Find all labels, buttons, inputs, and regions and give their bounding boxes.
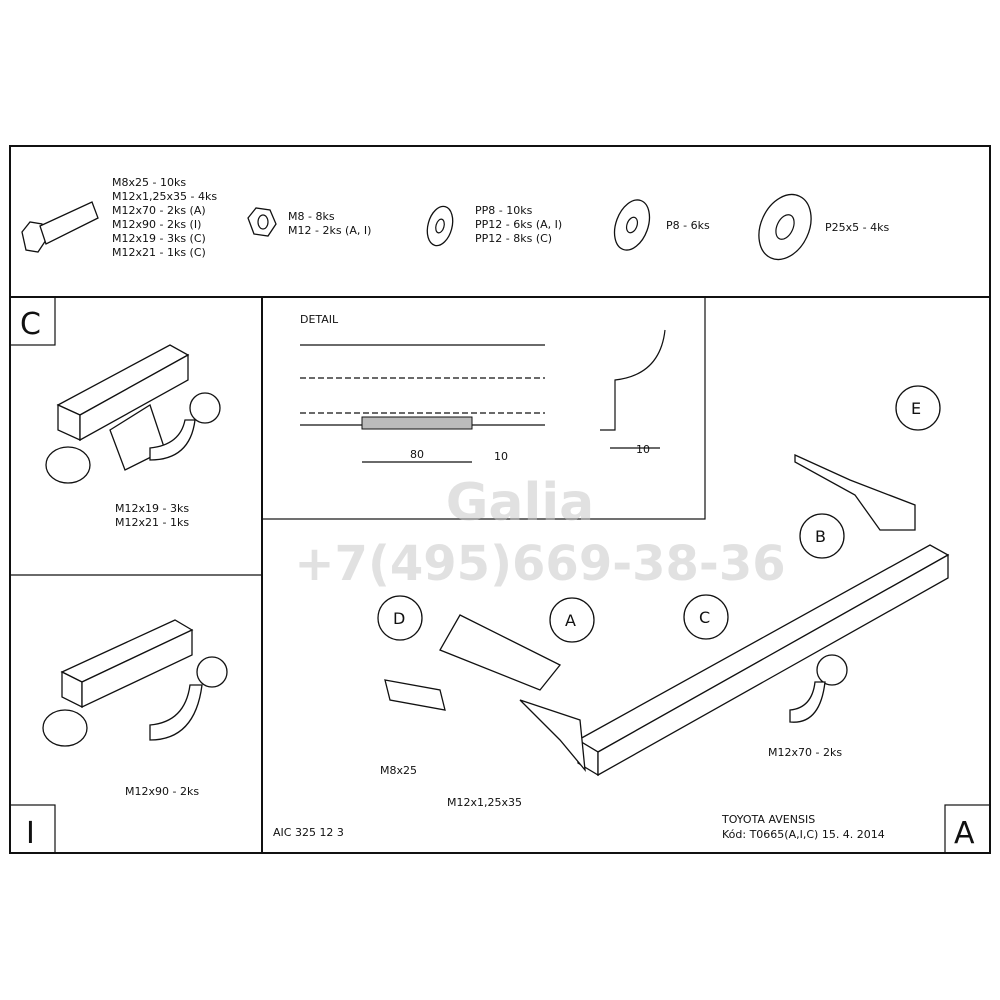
- detail-box: [261, 296, 706, 520]
- svg-text:E: E: [911, 399, 921, 418]
- kod-date: Kód: T0665(A,I,C) 15. 4. 2014: [722, 828, 885, 841]
- washer-p8-label: P8 - 6ks: [666, 219, 710, 232]
- drawing-code: AIC 325 12 3: [273, 826, 344, 839]
- washer-pp-list: PP12 - 6ks (A, I): [475, 218, 562, 231]
- washer-pp-list: PP8 - 10ks: [475, 204, 533, 217]
- panel-i-letter: I: [26, 816, 35, 851]
- svg-text:A: A: [565, 611, 576, 630]
- vehicle-name: TOYOTA AVENSIS: [721, 813, 815, 826]
- callout-a: A: [549, 597, 595, 643]
- svg-text:C: C: [699, 608, 710, 627]
- towbar-c-illustration: [45, 344, 221, 484]
- bolt-icon: [21, 201, 99, 253]
- towbar-i-illustration: [42, 619, 228, 747]
- watermark-logo: Galia: [446, 473, 595, 533]
- nut-icon: [247, 207, 277, 237]
- svg-text:B: B: [815, 527, 826, 546]
- svg-text:M12x70 - 2ks (A): M12x70 - 2ks (A): [112, 204, 206, 217]
- callout-d: D: [377, 595, 423, 641]
- main-towbar-illustration: [384, 453, 950, 777]
- svg-text:M12x19 - 3ks (C): M12x19 - 3ks (C): [112, 232, 206, 245]
- washer-p8-icon: [613, 199, 651, 251]
- svg-text:M12x21 - 1ks (C): M12x21 - 1ks (C): [112, 246, 206, 259]
- washer-pp-list: PP12 - 8ks (C): [475, 232, 552, 245]
- svg-text:M8x25 - 10ks: M8x25 - 10ks: [112, 176, 186, 189]
- detail-title: DETAIL: [300, 313, 339, 326]
- washer-pp-icon: [426, 205, 454, 247]
- panel-letter-box: [9, 804, 56, 854]
- dim-80: 80: [410, 448, 424, 461]
- callout-b: B: [799, 513, 845, 559]
- callout-c: C: [683, 594, 729, 640]
- panel-letter-box: [944, 804, 991, 854]
- watermark-phone: +7(495)669-38-36: [294, 536, 785, 592]
- drawing-frame: [9, 145, 991, 854]
- panel-a-letter: A: [954, 816, 975, 851]
- panel-c-label: M12x19 - 3ks: [115, 502, 189, 515]
- panel-i-label: M12x90 - 2ks: [125, 785, 199, 798]
- svg-text:D: D: [393, 609, 405, 628]
- detail-section: [300, 329, 666, 463]
- dim-10-horizontal: 10: [636, 443, 650, 456]
- label-m12x70: M12x70 - 2ks: [768, 746, 842, 759]
- washer-p25-icon: [758, 193, 812, 261]
- callout-e: E: [895, 385, 941, 431]
- panel-c-letter: C: [20, 307, 41, 342]
- svg-text:M12x1,25x35 - 4ks: M12x1,25x35 - 4ks: [112, 190, 217, 203]
- washer-p25-label: P25x5 - 4ks: [825, 221, 889, 234]
- label-m12x125x35: M12x1,25x35: [447, 796, 522, 809]
- bolt-list: M8x25 - 10ks M12x1,25x35 - 4ks M12x70 - …: [112, 176, 217, 259]
- label-m8x25: M8x25: [380, 764, 417, 777]
- svg-text:M12x90 - 2ks (I): M12x90 - 2ks (I): [112, 218, 201, 231]
- panel-c-label: M12x21 - 1ks: [115, 516, 189, 529]
- panel-letter-box: [9, 296, 56, 346]
- dim-10-vertical: 10: [494, 450, 508, 463]
- nut-list: M12 - 2ks (A, I): [288, 224, 371, 237]
- nut-list: M8 - 8ks: [288, 210, 335, 223]
